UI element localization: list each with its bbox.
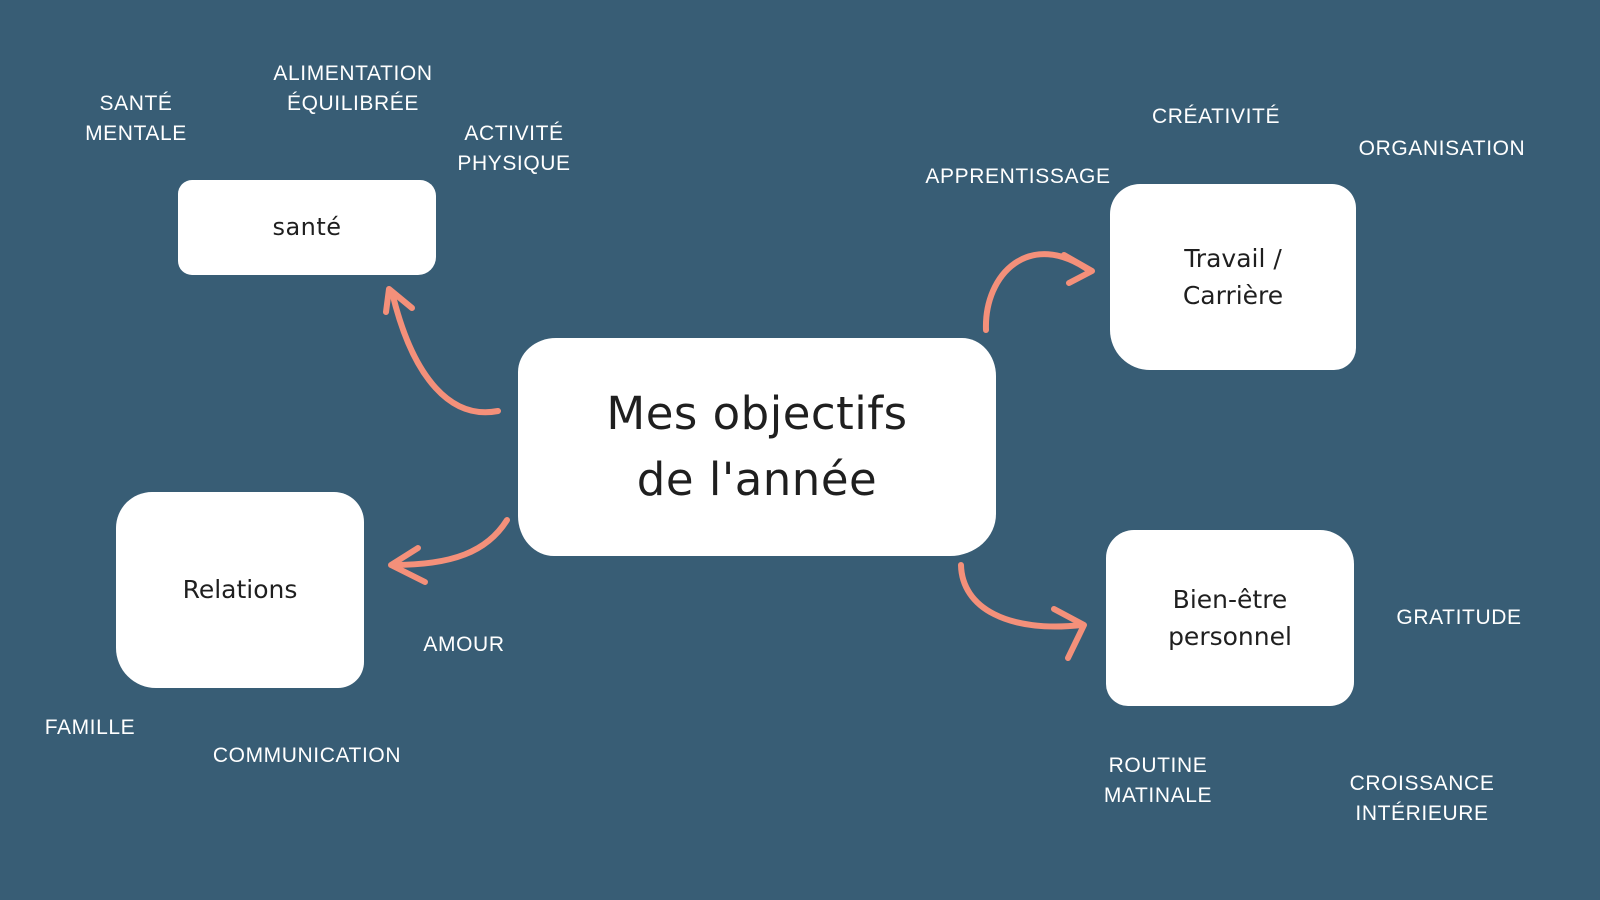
arrow-head <box>388 545 428 585</box>
arrow-shaft <box>390 517 510 568</box>
node-travail-carriere-label: Travail / Carrière <box>1182 244 1284 310</box>
keyword-alimentation-equilibree: ALIMENTATION ÉQUILIBRÉE <box>273 62 433 115</box>
arrow-head <box>383 286 415 315</box>
node-relations: Relations <box>116 492 364 688</box>
arrow-to-sante <box>383 286 501 416</box>
arrow-to-bien-etre <box>958 562 1087 661</box>
keyword-gratitude: GRATITUDE <box>1396 606 1522 629</box>
arrow-to-relations <box>388 517 510 585</box>
keyword-sante-mentale: SANTÉ MENTALE <box>85 92 187 145</box>
keyword-routine-matinale: ROUTINE MATINALE <box>1103 754 1213 807</box>
arrow-to-travail <box>982 251 1095 333</box>
keyword-amour: AMOUR <box>423 633 505 656</box>
keyword-apprentissage: APPRENTISSAGE <box>925 165 1111 188</box>
node-bien-etre-personnel-label: Bien-être personnel <box>1168 585 1292 651</box>
node-sante-label: santé <box>272 213 342 242</box>
keyword-croissance-interieure: CROISSANCE INTÉRIEURE <box>1349 772 1495 825</box>
arrow-head <box>1051 606 1087 661</box>
central-node: Mes objectifs de l'année <box>518 338 996 556</box>
keyword-organisation: ORGANISATION <box>1358 137 1526 160</box>
arrow-head <box>1061 252 1095 286</box>
node-sante: santé <box>178 180 436 275</box>
keyword-creativite: CRÉATIVITÉ <box>1151 105 1281 128</box>
node-travail-carriere: Travail / Carrière <box>1110 184 1356 370</box>
node-relations-label: Relations <box>182 575 298 605</box>
arrow-shaft <box>982 251 1093 333</box>
keyword-famille: FAMILLE <box>44 716 136 739</box>
central-node-label: Mes objectifs de l'année <box>606 387 908 506</box>
keyword-activite-physique: ACTIVITÉ PHYSIQUE <box>457 122 571 175</box>
arrow-shaft <box>389 289 501 416</box>
arrow-shaft <box>958 562 1085 630</box>
keyword-communication: COMMUNICATION <box>212 744 402 767</box>
node-bien-etre-personnel: Bien-être personnel <box>1106 530 1354 706</box>
